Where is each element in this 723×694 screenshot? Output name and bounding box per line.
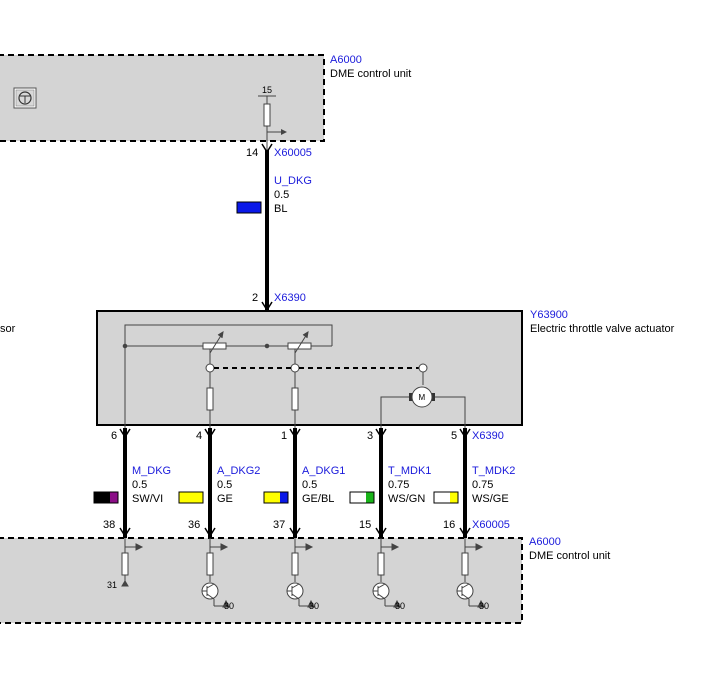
connector-x6390-bottom[interactable]: X6390 xyxy=(472,430,504,442)
dme-input-circuit xyxy=(372,538,401,608)
pin-bottom: 15 xyxy=(359,519,371,531)
connector-x60005-bottom[interactable]: X60005 xyxy=(472,519,510,531)
ground-label: 30 xyxy=(395,601,405,611)
pin-bottom: 36 xyxy=(188,519,200,531)
actuator-id[interactable]: Y63900 xyxy=(530,309,568,321)
pin-top: 4 xyxy=(196,430,202,442)
color-swatch-stripe xyxy=(110,492,118,503)
wire-size: 0.5 xyxy=(132,479,147,491)
wire-color-code: SW/VI xyxy=(132,493,163,505)
wire-t-mdk2[interactable] xyxy=(433,428,485,608)
top-unit-id[interactable]: A6000 xyxy=(330,54,362,66)
wire-color-code: GE xyxy=(217,493,233,505)
wire-m-dkg[interactable] xyxy=(93,428,144,587)
actuator-internal-circuit xyxy=(122,324,466,435)
ground-label: 31 xyxy=(107,580,117,590)
wire-t-mdk1[interactable] xyxy=(349,428,401,608)
color-swatch xyxy=(178,491,204,504)
supply-wire-color: BL xyxy=(274,203,287,215)
ground-label: 30 xyxy=(479,601,489,611)
pin-bottom: 37 xyxy=(273,519,285,531)
pin-top: 1 xyxy=(281,430,287,442)
color-swatch-stripe xyxy=(280,492,288,503)
dme-input-circuit xyxy=(201,538,230,608)
motor-icon: M xyxy=(409,386,435,408)
color-swatch-stripe xyxy=(366,492,374,503)
dme-input-circuit xyxy=(456,538,485,608)
top-unit-name: DME control unit xyxy=(330,68,411,80)
svg-text:M: M xyxy=(419,393,426,402)
actuator-name: Electric throttle valve actuator xyxy=(530,323,675,335)
wire-a-dkg1[interactable] xyxy=(263,428,315,608)
pin-top: 3 xyxy=(367,430,373,442)
left-fragment-label: sor xyxy=(0,323,16,335)
ground-label: 30 xyxy=(309,601,319,611)
bottom-unit-id[interactable]: A6000 xyxy=(529,536,561,548)
color-swatch-stripe xyxy=(450,492,458,503)
supply-pin-actuator: 2 xyxy=(252,292,258,304)
pin-top: 5 xyxy=(451,430,457,442)
bottom-unit-name: DME control unit xyxy=(529,550,610,562)
wire-color-code: WS/GE xyxy=(472,493,509,505)
bottom-dme-unit[interactable] xyxy=(0,537,523,624)
wire-size: 0.75 xyxy=(388,479,409,491)
wire-size: 0.5 xyxy=(217,479,232,491)
ground-label: 30 xyxy=(224,601,234,611)
signal-name[interactable]: A_DKG1 xyxy=(302,465,345,477)
supply-pin-dme: 14 xyxy=(246,147,258,159)
color-swatch xyxy=(263,491,289,504)
sensor-symbol-icon xyxy=(13,87,37,109)
color-swatch xyxy=(433,491,459,504)
color-swatch xyxy=(93,491,119,504)
wire-a-dkg2[interactable] xyxy=(178,428,230,608)
top-supply-circuit: 15 xyxy=(258,85,287,150)
pin-bottom: 16 xyxy=(443,519,455,531)
wire-color-code: GE/BL xyxy=(302,493,334,505)
connector-x6390-top[interactable]: X6390 xyxy=(274,292,306,304)
wire-color-code: WS/GN xyxy=(388,493,425,505)
wire-size: 0.75 xyxy=(472,479,493,491)
signal-wires: 6 38 M_DKG 0.5SW/VI 31 4 36 A_DKG2 0.5GE 30 1 37 A_D… xyxy=(93,428,515,611)
connector-x60005-top[interactable]: X60005 xyxy=(274,147,312,159)
signal-name[interactable]: T_MDK2 xyxy=(472,465,515,477)
pin-top: 6 xyxy=(111,430,117,442)
dme-input-circuit xyxy=(286,538,315,608)
dme-input-circuit xyxy=(121,538,144,587)
wire-size: 0.5 xyxy=(302,479,317,491)
top-dme-unit[interactable] xyxy=(0,54,325,142)
supply-color-swatch xyxy=(236,201,262,214)
signal-name[interactable]: T_MDK1 xyxy=(388,465,431,477)
supply-wire-size: 0.5 xyxy=(274,189,289,201)
signal-name[interactable]: M_DKG xyxy=(132,465,171,477)
pin-bottom: 38 xyxy=(103,519,115,531)
signal-name[interactable]: A_DKG2 xyxy=(217,465,260,477)
supply-signal-name[interactable]: U_DKG xyxy=(274,175,312,187)
svg-text:15: 15 xyxy=(262,85,272,95)
color-swatch xyxy=(349,491,375,504)
